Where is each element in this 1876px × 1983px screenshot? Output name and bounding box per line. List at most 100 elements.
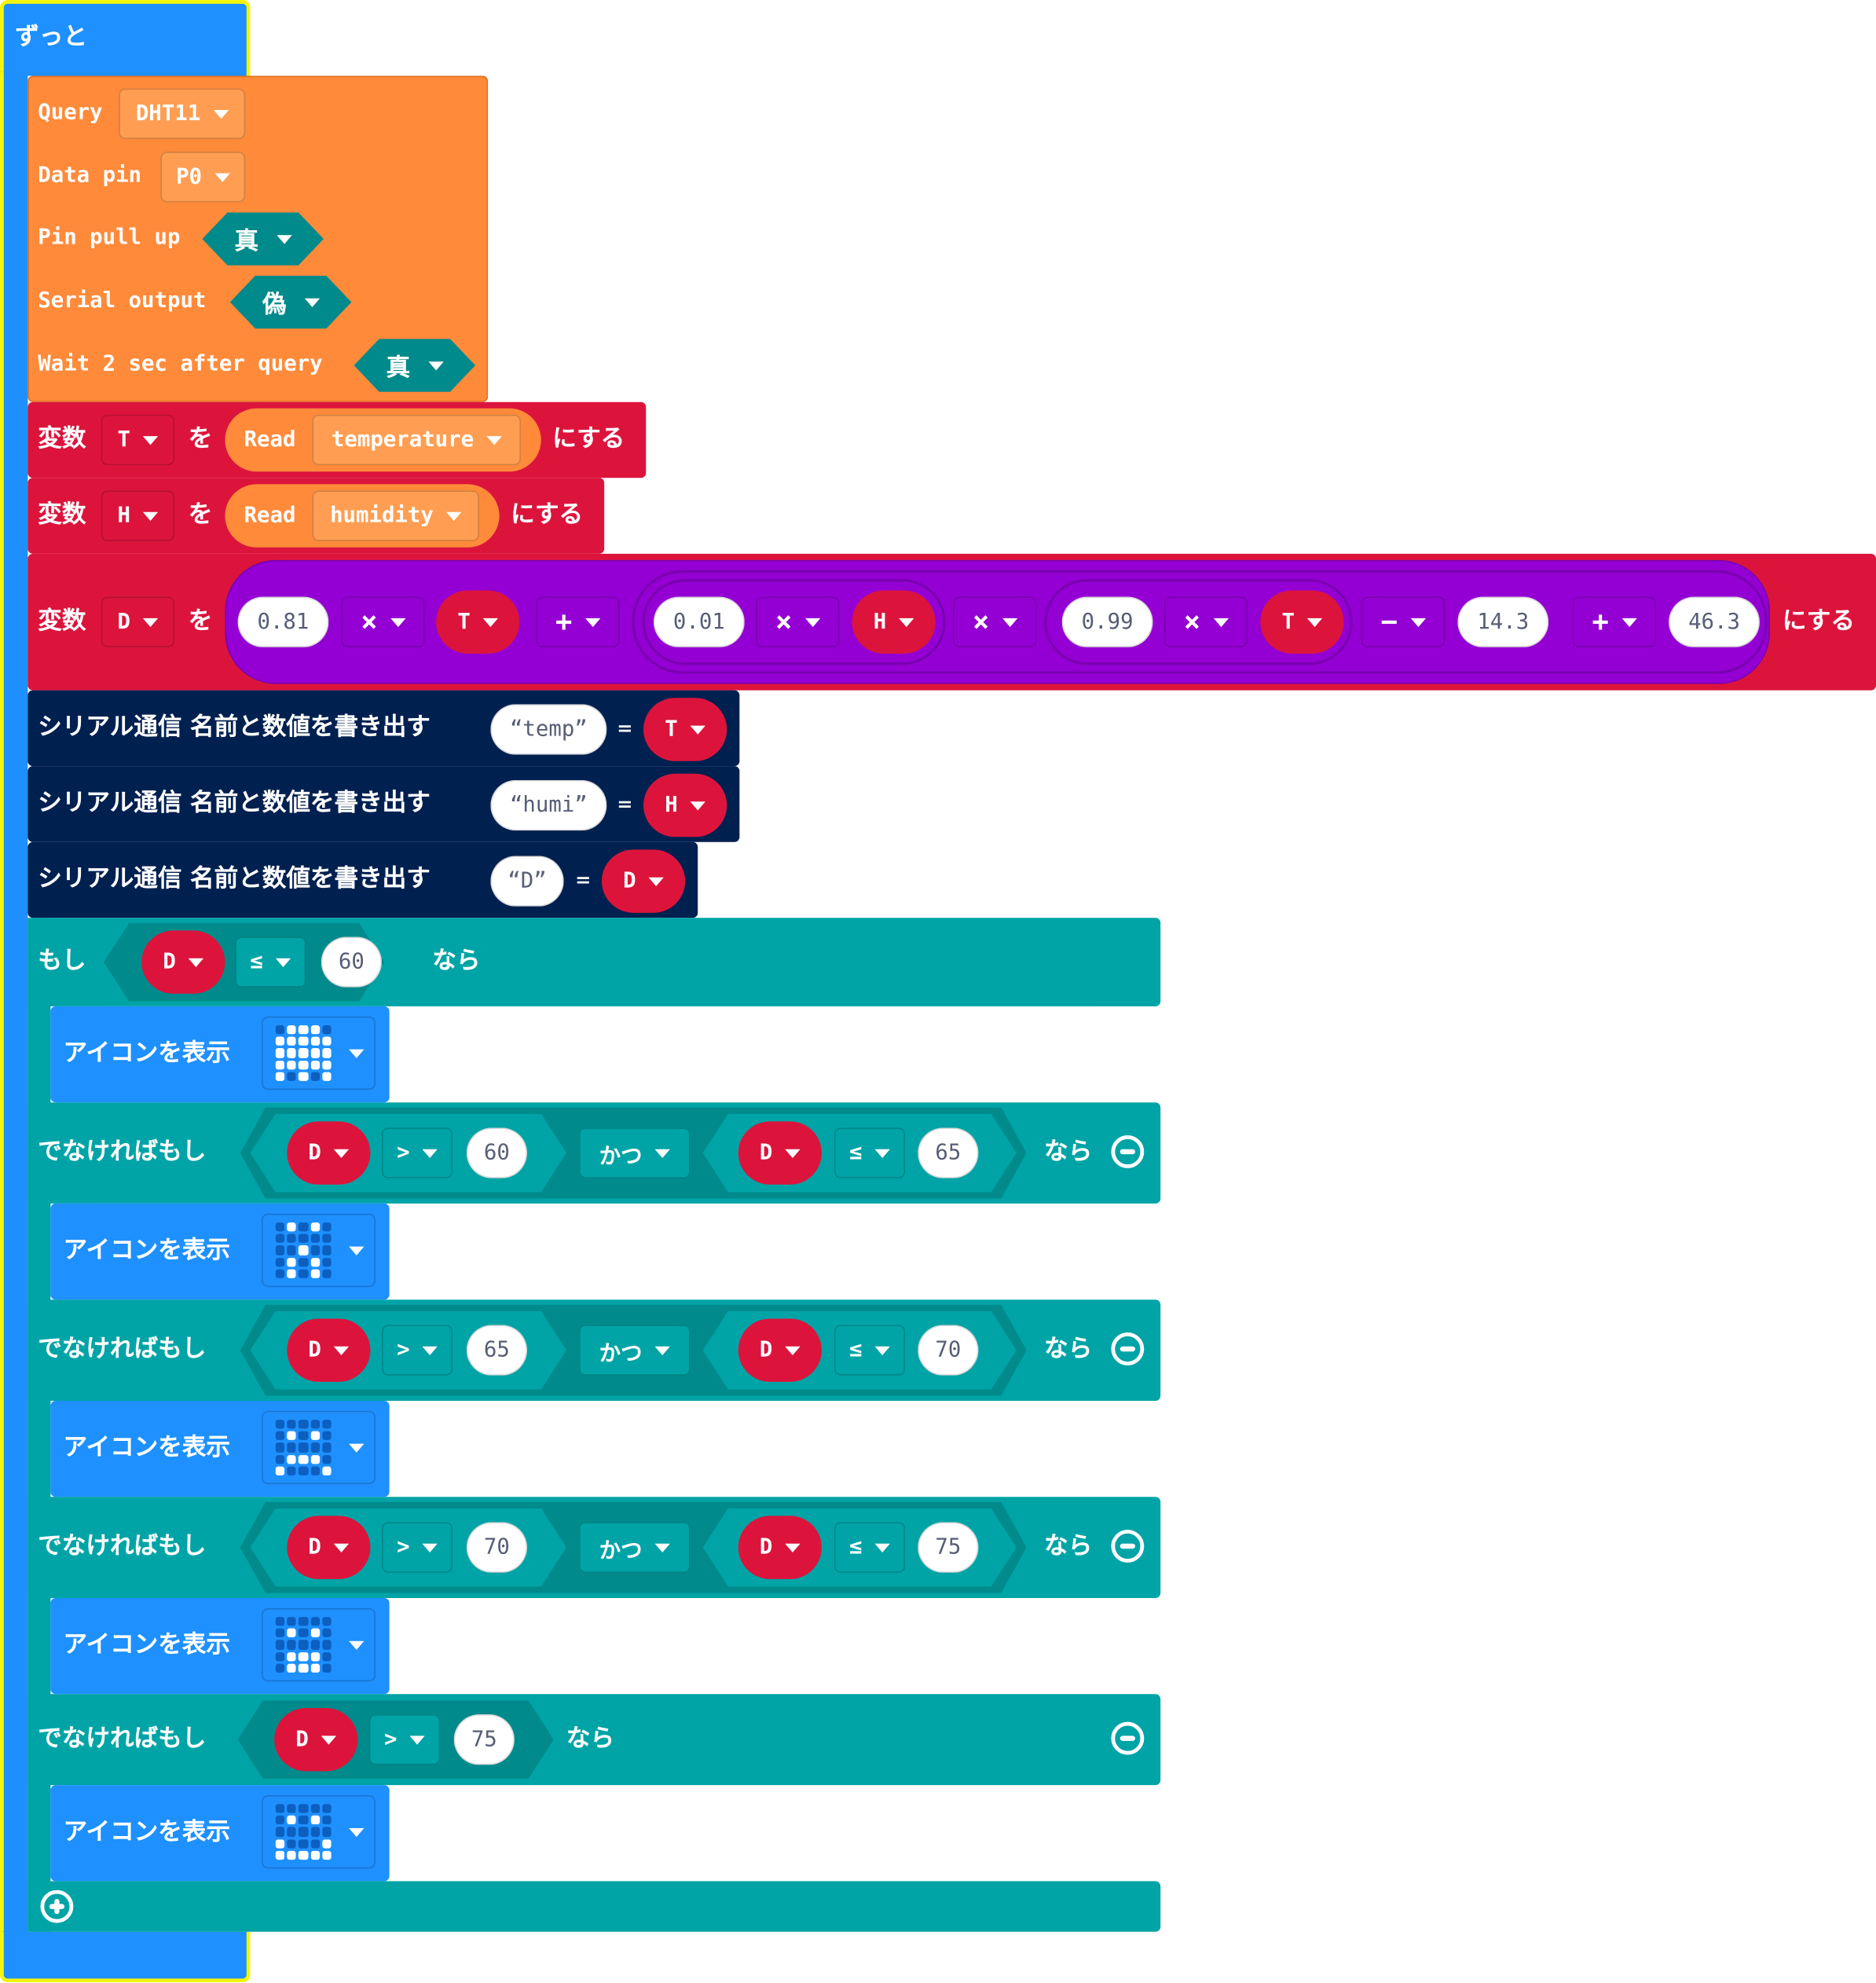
compare-operator-dropdown[interactable]: >: [381, 1522, 453, 1573]
show-icon-label: アイコンを表示: [63, 1236, 230, 1265]
forever-block-top[interactable]: [0, 0, 251, 76]
compare-operator-dropdown[interactable]: ≤: [834, 1127, 906, 1178]
compare-operator-value: ≤: [849, 1337, 863, 1363]
math-operator-dropdown[interactable]: ×: [953, 596, 1037, 647]
set-d-var-dropdown[interactable]: D: [101, 596, 175, 647]
add-else-if-icon[interactable]: [40, 1890, 74, 1923]
math-expression-inner-1[interactable]: [632, 570, 1768, 674]
variable-d-reporter[interactable]: D: [287, 1318, 371, 1382]
dht-serial-dropdown[interactable]: 偽: [230, 276, 351, 329]
logic-operator-dropdown[interactable]: かつ: [578, 1325, 691, 1376]
variable-d-reporter[interactable]: D: [738, 1121, 822, 1185]
number-input[interactable]: 14.3: [1457, 596, 1549, 647]
forever-block-side: [0, 71, 28, 1936]
led-pixel: [299, 1640, 308, 1650]
chevron-down-icon: [143, 618, 159, 627]
number-input[interactable]: 46.3: [1669, 596, 1760, 647]
variable-d-reporter[interactable]: D: [738, 1318, 822, 1382]
variable-d-reporter[interactable]: D: [287, 1516, 371, 1579]
led-pixel: [322, 1036, 332, 1046]
chevron-down-icon: [390, 618, 405, 627]
led-matrix-icon: [275, 1617, 332, 1673]
serial-write-block[interactable]: [27, 690, 740, 767]
number-input[interactable]: 0.01: [653, 596, 745, 647]
chevron-down-icon: [409, 1735, 425, 1744]
number-input[interactable]: 65: [918, 1127, 979, 1178]
dht-pullup-value: 真: [234, 226, 259, 255]
math-expression-inner-2[interactable]: [642, 578, 946, 665]
led-pixel: [287, 1628, 297, 1638]
number-input[interactable]: 60: [466, 1127, 528, 1178]
serial-write-block[interactable]: [27, 841, 698, 918]
dht-pullup-dropdown[interactable]: 真: [202, 212, 323, 266]
variable-t-reporter[interactable]: T: [1260, 590, 1344, 654]
math-operator-dropdown[interactable]: +: [1572, 596, 1657, 647]
math-operator-dropdown[interactable]: ×: [1164, 596, 1248, 647]
string-input[interactable]: “D”: [490, 856, 564, 907]
led-pixel: [322, 1245, 332, 1255]
remove-else-if-icon[interactable]: [1111, 1530, 1145, 1563]
compare-operator-dropdown[interactable]: ≤: [834, 1522, 906, 1573]
led-pixel: [322, 1025, 332, 1035]
led-pixel: [310, 1048, 320, 1058]
set-h-var-word: 変数: [38, 500, 86, 529]
dht-sensor-dropdown[interactable]: DHT11: [119, 88, 246, 140]
compare-operator-dropdown[interactable]: >: [368, 1714, 440, 1765]
reading-type-dropdown[interactable]: humidity: [312, 490, 479, 541]
remove-else-if-icon[interactable]: [1111, 1332, 1145, 1365]
math-operator-dropdown[interactable]: −: [1361, 596, 1445, 647]
led-pixel: [275, 1442, 285, 1453]
variable-t-reporter[interactable]: T: [643, 698, 727, 761]
number-input[interactable]: 0.99: [1061, 596, 1153, 647]
dht-wait-dropdown[interactable]: 真: [354, 339, 475, 392]
chevron-down-icon: [214, 172, 230, 181]
compare-operator-dropdown[interactable]: ≤: [235, 937, 306, 988]
remove-else-if-icon[interactable]: [1111, 1135, 1145, 1168]
led-pixel: [310, 1257, 320, 1267]
variable-d-reporter[interactable]: D: [141, 930, 225, 994]
variable-t-reporter[interactable]: T: [436, 590, 520, 654]
chevron-down-icon: [213, 109, 229, 119]
math-expression-inner-3[interactable]: [1044, 578, 1353, 665]
math-operator-dropdown[interactable]: ×: [756, 596, 840, 647]
logic-operator-dropdown[interactable]: かつ: [578, 1127, 691, 1178]
logic-operator-dropdown[interactable]: かつ: [578, 1522, 691, 1573]
set-h-var-dropdown[interactable]: H: [101, 490, 175, 541]
string-input[interactable]: “temp”: [490, 704, 607, 755]
compare-operator-dropdown[interactable]: >: [381, 1325, 453, 1376]
set-t-var-dropdown[interactable]: T: [101, 414, 175, 466]
remove-else-if-icon[interactable]: [1111, 1721, 1145, 1755]
variable-d-reporter[interactable]: D: [274, 1707, 358, 1772]
compare-operator-dropdown[interactable]: ≤: [834, 1325, 906, 1376]
dht-serial-label: Serial output: [38, 288, 207, 314]
led-pixel: [287, 1663, 297, 1673]
compare-operator-dropdown[interactable]: >: [381, 1127, 453, 1178]
variable-d-reporter[interactable]: D: [287, 1121, 371, 1185]
equals-label: =: [575, 868, 592, 892]
math-operator-dropdown[interactable]: +: [536, 596, 620, 647]
number-input[interactable]: 0.81: [237, 596, 329, 647]
number-input[interactable]: 75: [918, 1522, 979, 1573]
number-input[interactable]: 70: [918, 1325, 979, 1376]
variable-d-reporter[interactable]: D: [738, 1516, 822, 1579]
variable-d-reporter[interactable]: D: [601, 849, 686, 913]
number-input[interactable]: 70: [466, 1522, 528, 1573]
math-operator-dropdown[interactable]: ×: [341, 596, 425, 647]
chevron-down-icon: [275, 957, 291, 967]
led-pixel: [322, 1827, 332, 1837]
math-operator-value: ×: [775, 606, 793, 638]
number-input[interactable]: 65: [466, 1325, 528, 1376]
reading-type-dropdown[interactable]: temperature: [312, 414, 521, 466]
led-pixel: [310, 1617, 320, 1626]
show-icon-label: アイコンを表示: [63, 1433, 230, 1462]
serial-write-block[interactable]: [27, 766, 740, 842]
dht-pin-dropdown[interactable]: P0: [160, 152, 246, 203]
number-input[interactable]: 75: [453, 1714, 515, 1765]
variable-h-reporter[interactable]: H: [643, 773, 727, 838]
number-input[interactable]: 60: [321, 937, 382, 988]
chevron-down-icon: [785, 1542, 801, 1552]
variable-h-reporter[interactable]: H: [852, 590, 936, 654]
show-icon-label: アイコンを表示: [63, 1630, 230, 1659]
else-if-row[interactable]: [27, 1694, 1161, 1786]
string-input[interactable]: “humi”: [490, 779, 607, 831]
